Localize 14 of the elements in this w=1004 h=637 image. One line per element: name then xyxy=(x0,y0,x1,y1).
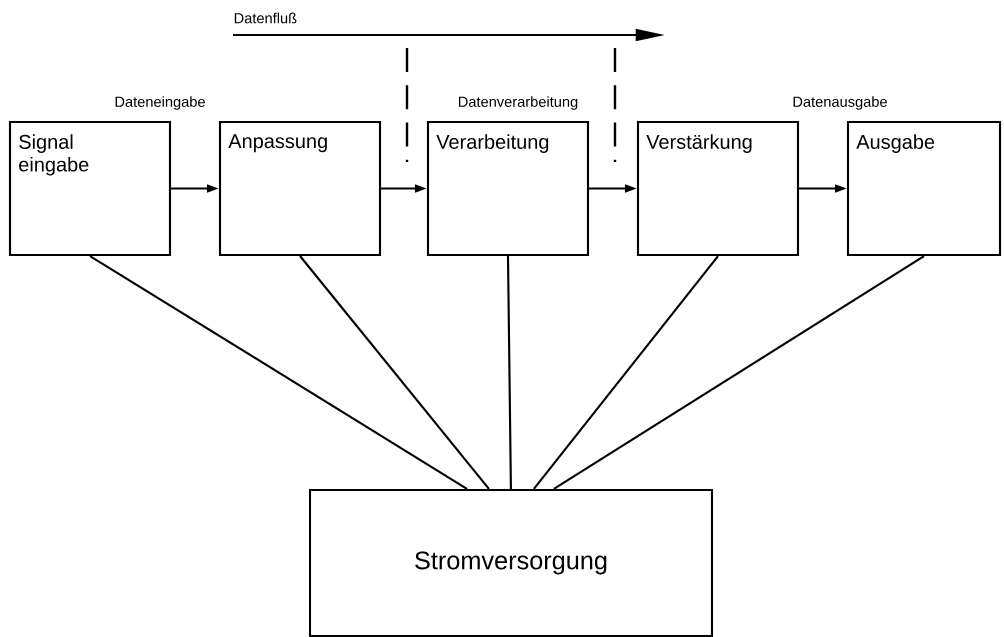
section-label: Datenausgabe xyxy=(793,96,887,110)
process-box: Ausgabe xyxy=(846,120,1002,257)
connector-line xyxy=(89,255,468,490)
connector-line xyxy=(553,255,925,490)
power-supply-box: Stromversorgung xyxy=(308,488,714,637)
process-box: Verarbeitung xyxy=(426,120,590,257)
process-box: Anpassung xyxy=(218,120,382,257)
process-box: Verstärkung xyxy=(636,120,800,257)
connector-line xyxy=(506,256,512,489)
connector-line xyxy=(299,255,490,490)
connector-line xyxy=(533,255,719,490)
section-label: Datenfluß xyxy=(234,12,297,24)
section-label: Dateneingabe xyxy=(115,96,205,110)
process-box: Signal eingabe xyxy=(8,120,172,257)
